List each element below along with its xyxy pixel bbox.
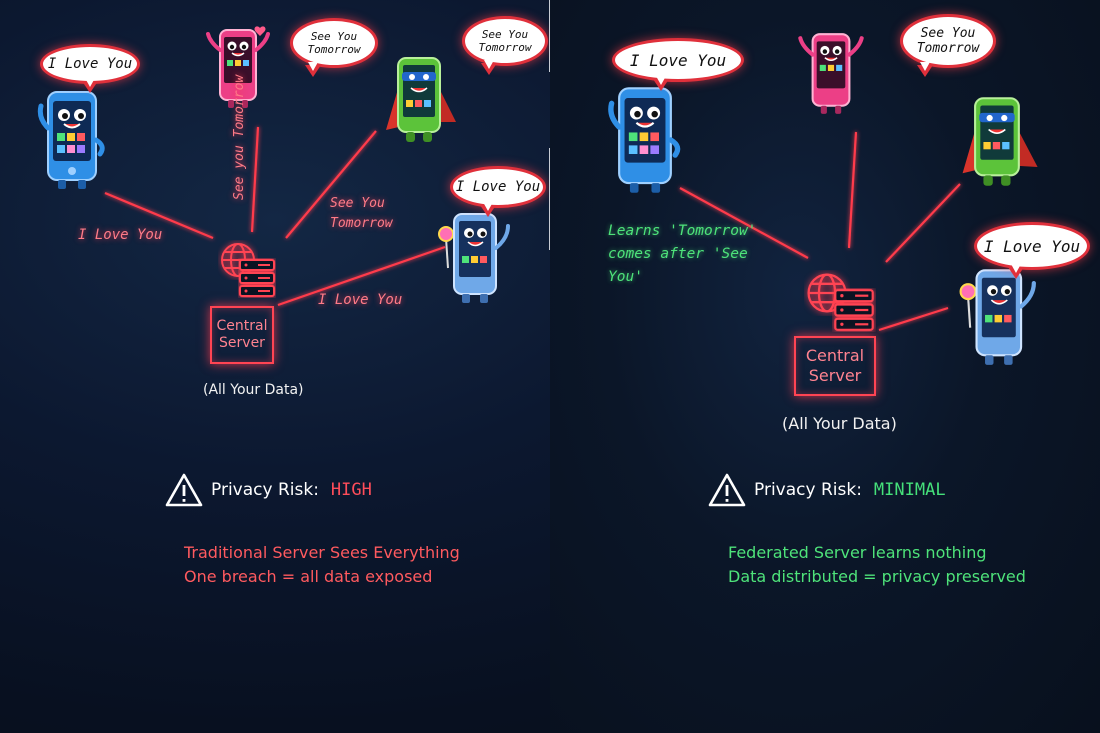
warning-triangle-icon xyxy=(708,473,746,507)
phone-character-green-hero xyxy=(956,92,1040,192)
central-server-box: Central Server xyxy=(210,306,274,364)
line-phone1-server xyxy=(104,191,214,240)
speech-bubble-phone2: See You Tomorrow xyxy=(290,18,378,77)
speech-bubble-phone4: I Love You xyxy=(450,166,546,217)
learns-label: Learns 'Tomorrow' comes after 'See You' xyxy=(608,220,758,289)
bubble-text: I Love You xyxy=(629,50,727,70)
federated-panel: I Love You See You Tomorrow xyxy=(550,0,1100,733)
connection-lines xyxy=(679,131,961,332)
privacy-risk-row: Privacy Risk: HIGH xyxy=(165,472,372,508)
phone-character-pink xyxy=(794,26,868,118)
lollipop-icon xyxy=(438,226,454,269)
risk-notes: Traditional Server Sees Everything One b… xyxy=(184,541,460,589)
connection-lines xyxy=(104,126,446,307)
note-line-1: Federated Server learns nothing xyxy=(728,543,987,562)
line-phone2-server xyxy=(847,131,858,249)
bubble-text: See You Tomorrow xyxy=(307,30,361,56)
edge-label-text: See You Tomorrow xyxy=(330,196,393,231)
risk-label: Privacy Risk: xyxy=(211,480,319,500)
speech-bubble-phone3: See You Tomorrow xyxy=(462,16,548,75)
risk-notes: Federated Server learns nothing Data dis… xyxy=(728,541,1026,589)
bubble-text: I Love You xyxy=(47,56,133,72)
risk-level-minimal: MINIMAL xyxy=(873,480,946,500)
speech-bubble-phone1: I Love You xyxy=(40,44,140,93)
server-label: Central Server xyxy=(805,346,865,385)
phone-character-lollipop xyxy=(438,208,518,306)
bubble-text: See You Tomorrow xyxy=(478,28,532,54)
line-phone1-server xyxy=(679,187,809,259)
risk-label: Privacy Risk: xyxy=(754,480,862,500)
lollipop-icon xyxy=(959,283,977,328)
heart-icon xyxy=(254,26,266,36)
server-caption: (All Your Data) xyxy=(203,382,304,398)
bubble-text: I Love You xyxy=(983,236,1081,256)
note-line-2: Data distributed = privacy preserved xyxy=(728,567,1026,586)
note-line-1: Traditional Server Sees Everything xyxy=(184,543,460,562)
server-caption: (All Your Data) xyxy=(782,414,897,433)
edge-label-phone1: I Love You xyxy=(78,227,163,243)
edge-label-phone4: I Love You xyxy=(318,292,403,308)
phone-character-lollipop xyxy=(958,264,1046,368)
speech-bubble-phone2: See You Tomorrow xyxy=(900,14,996,77)
line-phone4-server xyxy=(277,245,446,307)
traditional-panel: I Love You See You Tomorrow xyxy=(36,16,548,589)
edge-label-phone3: See You Tomorrow xyxy=(330,194,402,234)
speech-bubble-phone1: I Love You xyxy=(612,38,744,91)
phone-character-blue xyxy=(604,84,686,196)
risk-level-high: HIGH xyxy=(330,480,372,500)
note-line-2: One breach = all data exposed xyxy=(184,567,433,586)
privacy-risk-row: Privacy Risk: MINIMAL xyxy=(708,472,946,508)
phone-character-blue xyxy=(36,88,108,192)
line-phone4-server xyxy=(878,306,949,332)
server-label: Central Server xyxy=(216,317,268,352)
phone-character-pink xyxy=(204,22,272,112)
line-phone3-server xyxy=(885,183,961,263)
line-phone3-server xyxy=(285,130,377,239)
server-stack-icon xyxy=(239,259,275,297)
line-phone2-server xyxy=(250,126,260,233)
server-stack-icon xyxy=(834,289,874,331)
learns-text: Learns 'Tomorrow' comes after 'See You' xyxy=(608,223,757,285)
warning-triangle-icon xyxy=(165,473,203,507)
speech-bubble-phone4: I Love You xyxy=(974,222,1090,279)
bubble-text: See You Tomorrow xyxy=(916,26,980,56)
central-server-box: Central Server xyxy=(794,336,876,396)
edge-label-phone2: See you Tomorrow xyxy=(232,74,247,200)
phone-character-green-hero xyxy=(380,52,460,148)
bubble-text: I Love You xyxy=(455,179,541,195)
